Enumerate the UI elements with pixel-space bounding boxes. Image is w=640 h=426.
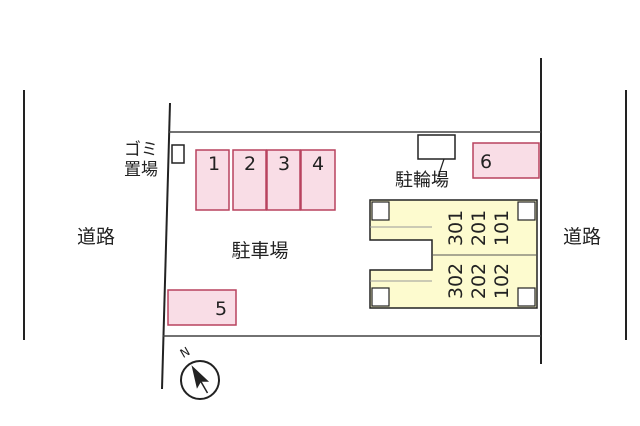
site-west-edge-line bbox=[161, 102, 171, 390]
parking-space-5 bbox=[167, 289, 237, 326]
building-corner-box-nw bbox=[371, 201, 390, 221]
parking-space-2 bbox=[232, 149, 267, 211]
unit-label-302: 302 bbox=[445, 263, 467, 299]
parking-space-3-number: 3 bbox=[278, 153, 290, 175]
parking-space-3 bbox=[266, 149, 301, 211]
parking-space-1-number: 1 bbox=[208, 153, 220, 175]
building-corner-box-ne bbox=[517, 201, 536, 221]
trash-area-label-line2: 置場 bbox=[124, 160, 158, 180]
compass-rose: N bbox=[178, 344, 220, 400]
parking-lot-label: 駐車場 bbox=[231, 240, 288, 262]
bicycle-parking-box bbox=[417, 134, 456, 160]
building-corner-box-sw bbox=[371, 287, 390, 307]
parking-space-4-number: 4 bbox=[312, 153, 324, 175]
trash-area-box bbox=[171, 144, 185, 164]
bicycle-parking-label: 駐輪場 bbox=[395, 170, 449, 191]
parking-space-6-number: 6 bbox=[480, 151, 492, 173]
parking-space-6 bbox=[472, 142, 540, 179]
bicycle-parking-leader-line bbox=[437, 158, 445, 178]
trash-area-label-line1: ゴミ bbox=[124, 139, 158, 160]
parking-space-5-number: 5 bbox=[215, 298, 227, 320]
unit-label-101: 101 bbox=[491, 210, 513, 246]
apartment-building: 301 201 101 302 202 102 bbox=[369, 199, 538, 309]
building-corner-box-se bbox=[517, 287, 536, 307]
parking-space-2-number: 2 bbox=[244, 153, 256, 175]
unit-label-301: 301 bbox=[445, 210, 467, 246]
parking-spaces-row: 1 2 3 4 bbox=[195, 149, 336, 211]
parking-space-4 bbox=[300, 149, 336, 211]
right-road-label: 道路 bbox=[563, 226, 601, 248]
compass-needle-icon bbox=[191, 365, 210, 389]
unit-label-201: 201 bbox=[468, 210, 490, 246]
compass-north-label: N bbox=[178, 344, 193, 361]
parking-space-1 bbox=[195, 149, 230, 211]
unit-label-102: 102 bbox=[491, 263, 513, 299]
unit-label-202: 202 bbox=[468, 263, 490, 299]
left-road-label: 道路 bbox=[77, 226, 115, 248]
